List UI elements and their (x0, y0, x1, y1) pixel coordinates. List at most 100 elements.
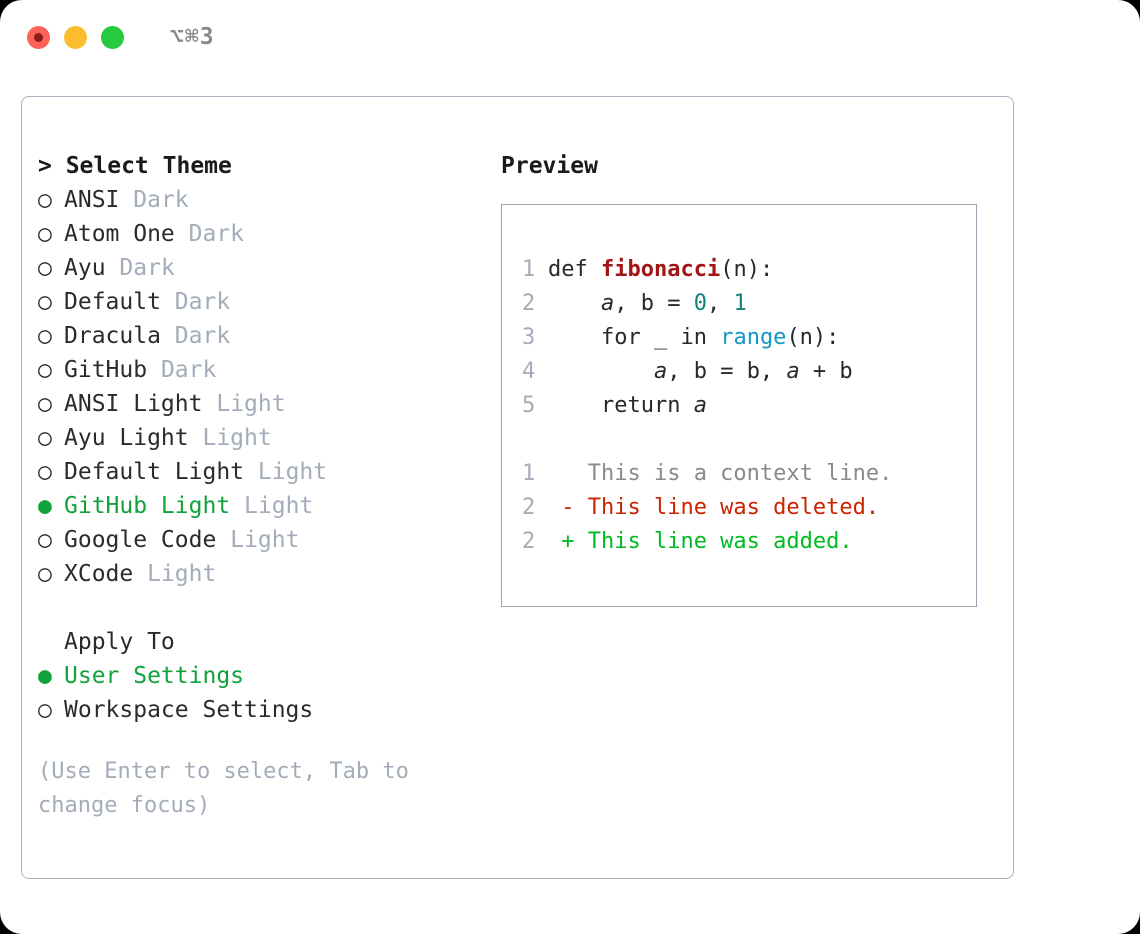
theme-option-variant: Light (202, 425, 272, 451)
theme-list: ○ANSI Dark○Atom One Dark○Ayu Dark○Defaul… (38, 183, 478, 591)
theme-option-variant: Light (147, 561, 217, 587)
close-button[interactable] (27, 26, 50, 49)
code-token: b (640, 291, 654, 316)
theme-option-label: ANSI (64, 187, 120, 213)
code-line-number: 5 (522, 393, 536, 418)
code-token: 1 (733, 291, 747, 316)
radio-selected-icon: ● (38, 493, 52, 519)
code-token: for _ in (600, 325, 721, 350)
select-theme-header: > Select Theme (38, 153, 232, 179)
theme-option[interactable]: ○ GitHub Dark (38, 353, 478, 387)
code-line-number: 1 (522, 257, 536, 282)
code-line: 5 return a (522, 389, 976, 423)
radio-unselected-icon: ○ (38, 697, 52, 723)
title-bar: ⌥⌘3 (0, 0, 1140, 78)
radio-unselected-icon: ○ (38, 289, 52, 315)
code-line: 3 for _ in range(n): (522, 321, 976, 355)
code-line-number: 4 (522, 359, 536, 384)
theme-option[interactable]: ○ Google Code Light (38, 523, 478, 557)
theme-option-variant: Light (230, 527, 300, 553)
code-token: range (720, 325, 787, 350)
code-token: = (653, 291, 694, 316)
diff-line-text: + This line was added. (548, 529, 853, 554)
preview-title: Preview (501, 153, 598, 179)
code-token: a (600, 291, 615, 316)
section-spacer (38, 591, 478, 625)
theme-option-variant: Dark (160, 357, 217, 383)
apply-to-header-indent (38, 625, 64, 659)
apply-to-option-label: Workspace Settings (64, 697, 314, 723)
main-panel: > Select Theme ○ANSI Dark○Atom One Dark○… (21, 96, 1014, 879)
code-token: fibonacci (600, 257, 721, 282)
theme-picker-column: > Select Theme ○ANSI Dark○Atom One Dark○… (38, 149, 478, 823)
diff-line-text: This is a context line. (548, 461, 893, 486)
keyboard-hint: (Use Enter to select, Tab to change focu… (38, 759, 409, 818)
radio-unselected-icon: ○ (38, 187, 52, 213)
code-token: + b (799, 359, 853, 384)
apply-to-option[interactable]: ○ Workspace Settings (38, 693, 478, 727)
theme-option[interactable]: ○Ayu Dark (38, 251, 478, 285)
diff-line: 1 This is a context line. (522, 457, 976, 491)
theme-option-variant: Light (216, 391, 286, 417)
theme-option[interactable]: ○ Ayu Light Light (38, 421, 478, 455)
zoom-button[interactable] (101, 26, 124, 49)
theme-option[interactable]: ○Default Light Light (38, 455, 478, 489)
code-token: return (600, 393, 694, 418)
theme-option[interactable]: ○Atom One Dark (38, 217, 478, 251)
theme-option-label: Ayu Light (64, 425, 189, 451)
theme-option-label: GitHub (64, 357, 148, 383)
theme-option[interactable]: ○ ANSI Light Light (38, 387, 478, 421)
code-line: 4 a, b = b, a + b (522, 355, 976, 389)
radio-selected-icon: ● (38, 663, 52, 689)
traffic-lights (27, 26, 124, 49)
code-line-number: 3 (522, 325, 536, 350)
theme-option-label: Google Code (64, 527, 217, 553)
theme-option[interactable]: ○Dracula Dark (38, 319, 478, 353)
apply-to-option[interactable]: ● User Settings (38, 659, 478, 693)
apply-to-list: ● User Settings ○ Workspace Settings (38, 659, 478, 727)
radio-unselected-icon: ○ (38, 527, 52, 553)
diff-line-number: 2 (522, 495, 536, 520)
code-diff-separator (522, 423, 976, 457)
theme-option-variant: Dark (188, 221, 245, 247)
code-token: 0 (693, 291, 707, 316)
apply-to-header-label: Apply To (64, 629, 175, 655)
code-token: (n): (720, 257, 774, 282)
code-token: , b = b, (667, 359, 787, 384)
theme-option-variant: Dark (119, 255, 175, 281)
apply-to-option-label: User Settings (64, 663, 245, 689)
keyboard-shortcut-label: ⌥⌘3 (170, 24, 215, 50)
code-token: (n): (786, 325, 840, 350)
apply-to-header: Apply To (38, 625, 478, 659)
theme-option[interactable]: ●GitHub Light Light (38, 489, 478, 523)
theme-option-variant: Dark (133, 187, 189, 213)
code-line: 2 a, b = 0, 1 (522, 287, 976, 321)
theme-option-variant: Light (257, 459, 328, 485)
diff-line: 2 - This line was deleted. (522, 491, 976, 525)
code-token: a (786, 359, 800, 384)
diff-line: 2 + This line was added. (522, 525, 976, 559)
theme-option-label: GitHub Light (64, 493, 231, 519)
theme-option[interactable]: ○XCode Light (38, 557, 478, 591)
diff-line-number: 2 (522, 529, 536, 554)
diff-line-text: - This line was deleted. (548, 495, 880, 520)
theme-option[interactable]: ○ Default Dark (38, 285, 478, 319)
theme-option-label: Atom One (64, 221, 175, 247)
code-token: a (653, 359, 668, 384)
radio-unselected-icon: ○ (38, 425, 52, 451)
theme-option-label: ANSI Light (64, 391, 203, 417)
radio-unselected-icon: ○ (38, 561, 52, 587)
radio-unselected-icon: ○ (38, 323, 52, 349)
minimize-button[interactable] (64, 26, 87, 49)
theme-option-variant: Dark (174, 289, 231, 315)
radio-unselected-icon: ○ (38, 391, 52, 417)
radio-unselected-icon: ○ (38, 357, 52, 383)
theme-option[interactable]: ○ ANSI Dark (38, 183, 478, 217)
theme-option-variant: Dark (174, 323, 231, 349)
theme-option-label: Default (64, 289, 161, 315)
